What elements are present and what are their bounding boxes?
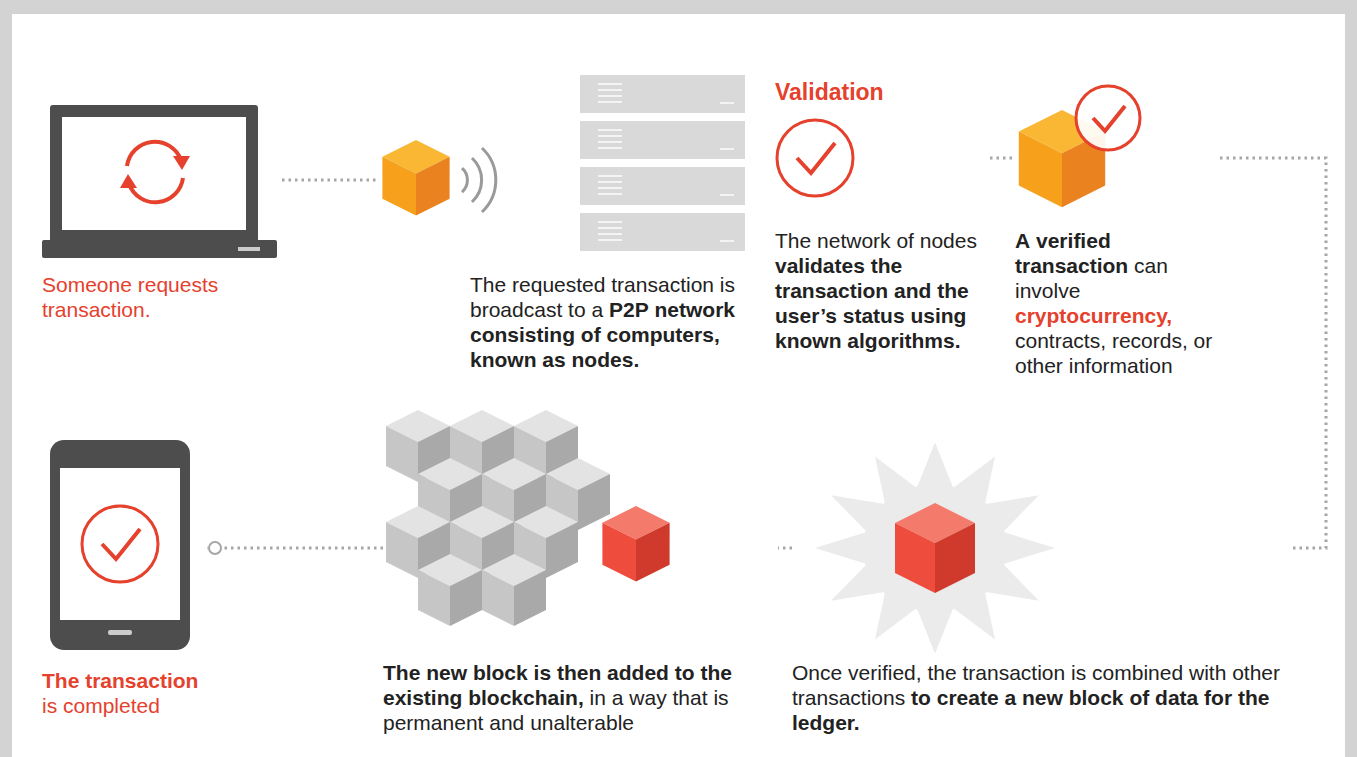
starburst-spike: [952, 590, 1012, 648]
laptop-slot: [238, 247, 260, 251]
starburst: [815, 442, 1055, 653]
check-mark: [102, 529, 140, 559]
step-heading: Validation: [775, 78, 990, 106]
laptop-screen: [50, 105, 258, 242]
starburst-spike: [859, 590, 919, 648]
step-text: The network of nodes validates the trans…: [775, 228, 990, 353]
starburst-spike: [952, 448, 1012, 506]
check-mark: [797, 143, 835, 173]
laptop-display: [62, 117, 246, 230]
server: [580, 121, 745, 159]
frame-inner: [12, 14, 1345, 757]
connector-end-dot: [209, 542, 221, 554]
step-text: The requested transaction is broadcast t…: [470, 272, 770, 372]
step-text: Once verified, the transaction is combin…: [792, 660, 1292, 735]
dotted-connector: [990, 157, 1015, 160]
server: [580, 75, 745, 113]
transaction-cube: [382, 140, 449, 216]
server: [580, 213, 745, 251]
starburst-core: [863, 485, 1007, 612]
signal-wave: [462, 168, 467, 192]
refresh-arrow: [129, 178, 183, 202]
phone-screen: [60, 468, 180, 620]
chain-cube: [482, 554, 546, 626]
laptop-base: [42, 240, 277, 258]
chain-cube: [418, 554, 482, 626]
server: [580, 167, 745, 205]
starburst-spike: [822, 481, 888, 534]
refresh-arrowhead: [120, 174, 137, 188]
refresh-arrow: [127, 142, 181, 166]
step-group: The transaction is completed: [42, 430, 207, 718]
step-text: The transaction is completed: [42, 668, 207, 718]
check-circle: [82, 506, 158, 582]
step-group: Someone requests transaction.: [42, 100, 282, 322]
dotted-connector: [207, 547, 383, 550]
starburst-spike: [916, 442, 954, 490]
server-stack: [580, 75, 745, 251]
check-circle: [1076, 86, 1140, 150]
signal-wave: [482, 148, 496, 212]
check-circle: [777, 120, 853, 196]
new-block-cube: [895, 503, 975, 593]
step-group: ValidationThe network of nodes validates…: [775, 72, 990, 353]
added-block-cube: [602, 506, 669, 582]
signal-wave: [472, 158, 482, 202]
phone-body: [50, 440, 190, 650]
step-text: The new block is then added to the exist…: [383, 660, 778, 735]
starburst-spike: [859, 448, 919, 506]
step-group: The new block is then added to the exist…: [383, 400, 778, 735]
dotted-connector: [1220, 158, 1326, 548]
step-group: Once verified, the transaction is combin…: [792, 430, 1292, 735]
phone-button: [108, 630, 132, 635]
starburst-spike: [983, 563, 1049, 616]
dotted-connector: [778, 547, 792, 550]
step-group: A verified transaction can involve crypt…: [1015, 72, 1220, 378]
check-mark: [1093, 106, 1125, 131]
refresh-arrowhead: [173, 156, 190, 170]
starburst-spike: [815, 531, 869, 564]
dotted-connector: [282, 179, 378, 182]
starburst-spike: [1001, 531, 1055, 564]
server-vent: [598, 84, 622, 240]
step-text: Someone requests transaction.: [42, 272, 282, 322]
blockchain-stack: [386, 410, 670, 626]
starburst-spike: [983, 481, 1049, 534]
step-text: A verified transaction can involve crypt…: [1015, 228, 1220, 378]
step-group: The requested transaction is broadcast t…: [378, 72, 770, 372]
server-light: [720, 103, 734, 241]
starburst-spike: [822, 563, 888, 616]
starburst-spike: [916, 606, 954, 654]
